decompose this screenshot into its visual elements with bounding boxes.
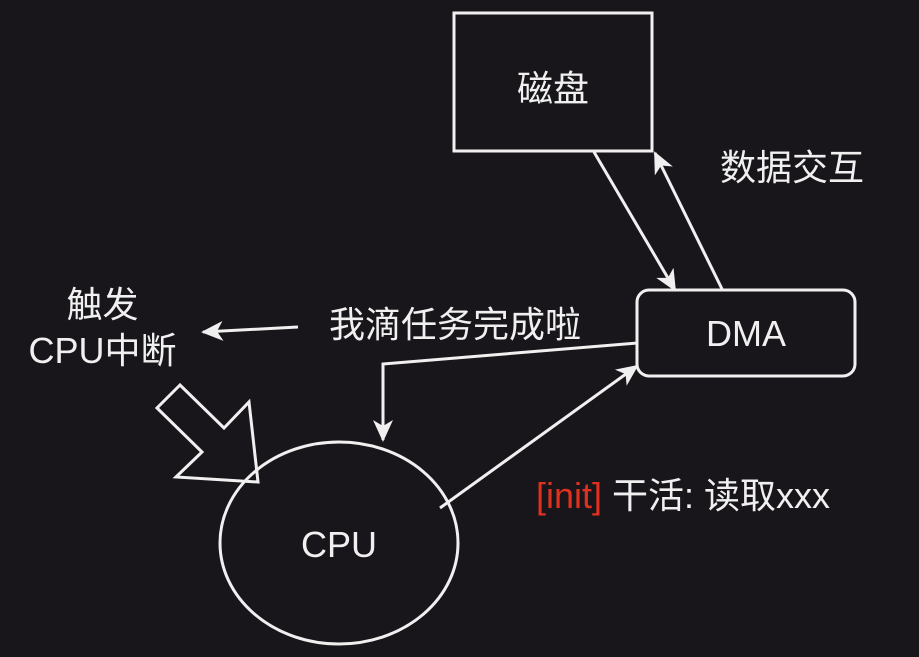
dma-node[interactable] (635, 288, 857, 378)
task-done-label: 我滴任务完成啦 (329, 304, 582, 345)
disk-label: 磁盘 (516, 68, 589, 109)
edge-dma-to-disk[interactable] (653, 151, 724, 290)
cpu-node[interactable] (218, 440, 460, 646)
dma-label: DMA (706, 313, 786, 354)
edge-dma-to-cpu[interactable] (373, 341, 638, 442)
disk-node[interactable] (452, 11, 654, 153)
interrupt-note-line1: 触发 (66, 284, 139, 325)
cpu-label: CPU (300, 524, 377, 565)
interrupt-note-line2: CPU中断 (28, 330, 177, 371)
init-label: [init] 干活: 读取xxx (536, 467, 830, 519)
edge-message-to-interrupt[interactable] (201, 320, 299, 341)
data-exchange-label: 数据交互 (720, 147, 865, 188)
init-text: 干活: 读取xxx (602, 475, 831, 516)
edge-disk-to-dma[interactable] (592, 151, 677, 292)
interrupt-note: 触发 CPU中断 (0, 282, 205, 374)
interrupt-block-arrow[interactable] (154, 382, 260, 484)
init-tag: [init] (536, 475, 603, 516)
edge-cpu-to-dma[interactable] (439, 364, 639, 510)
